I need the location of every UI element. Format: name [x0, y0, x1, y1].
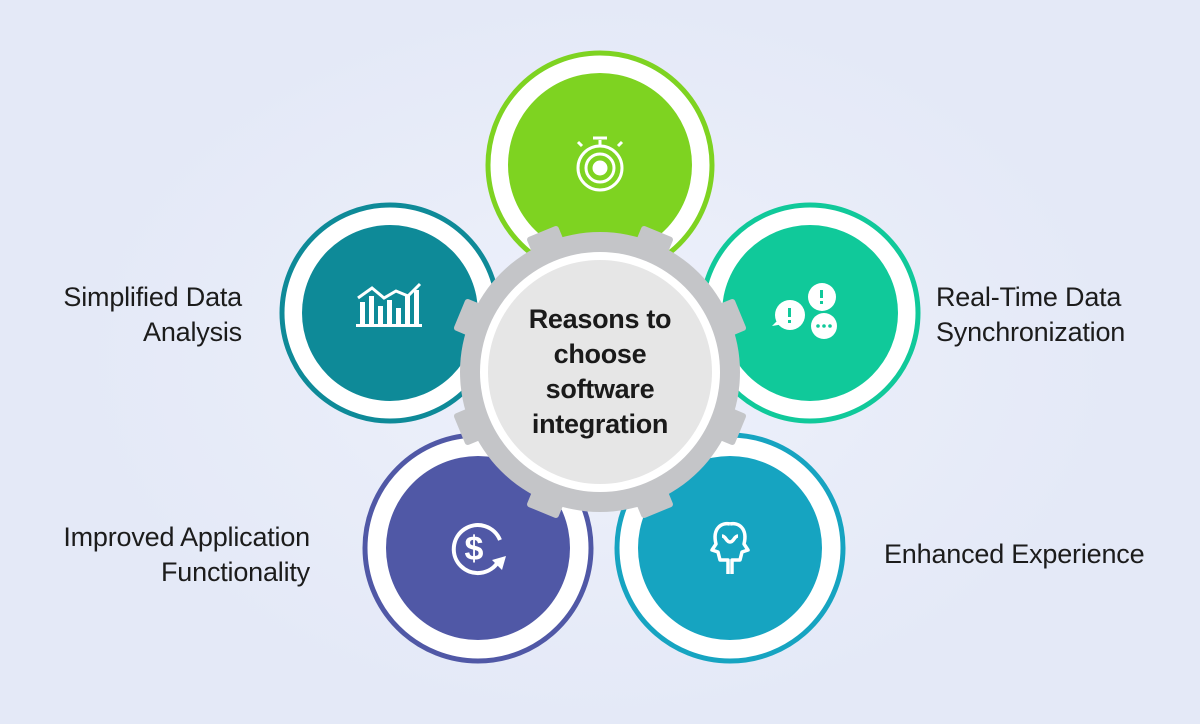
label-line: Simplified Data [63, 282, 242, 312]
center-gear [453, 225, 747, 519]
dollar-refresh-icon: $ [451, 523, 506, 576]
label-line: Functionality [161, 557, 310, 587]
simplified-data-analysis-circle [279, 202, 501, 424]
label-line: Synchronization [936, 317, 1126, 347]
label-line: Analysis [143, 317, 242, 347]
right-circle-fill [722, 225, 898, 401]
center-title-line: choose [553, 339, 647, 369]
center-title-line: Reasons to [528, 304, 672, 334]
label-improved-application-functionality: Improved Application Functionality [10, 520, 310, 590]
enhanced-experience-circle [614, 432, 846, 664]
label-simplified-data-analysis: Simplified Data Analysis [30, 280, 242, 350]
bottom-right-circle-fill [638, 456, 822, 640]
hub [488, 260, 712, 484]
center-title-line: software [545, 374, 655, 404]
top-circle [485, 50, 715, 280]
svg-text:$: $ [465, 530, 484, 568]
label-line: Real-Time Data [936, 282, 1122, 312]
real-time-data-synchronization-circle [699, 202, 921, 424]
two-heads-icon [710, 521, 750, 574]
label-enhanced-experience: Enhanced Experience [884, 537, 1184, 572]
bar-chart-trend-icon [356, 282, 422, 327]
label-real-time-data-synchronization: Real-Time Data Synchronization [936, 280, 1176, 350]
chat-bubbles-icon [772, 283, 837, 339]
bottom-left-circle-fill [386, 456, 570, 640]
label-line: Enhanced Experience [884, 539, 1145, 569]
center-title: Reasons to choose software integration [500, 302, 700, 442]
center-title-line: integration [531, 409, 669, 439]
stopwatch-gear-icon [576, 136, 624, 192]
label-line: Improved Application [63, 522, 310, 552]
